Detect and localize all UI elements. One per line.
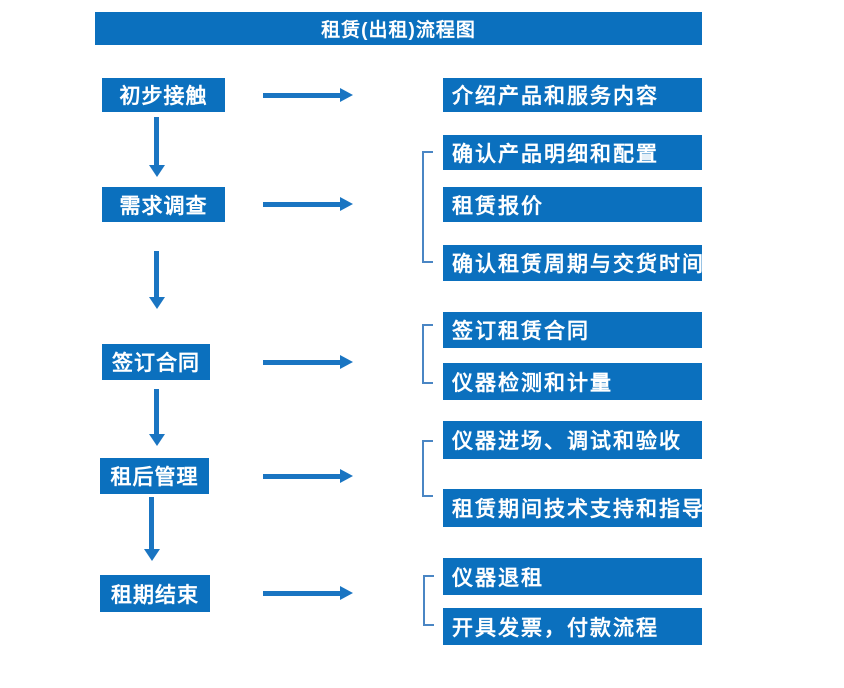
arrow-head <box>340 469 353 483</box>
arrow-head <box>149 165 165 177</box>
arrow-head <box>144 549 160 561</box>
step-box-sign-contract: 签订合同 <box>102 344 210 380</box>
arrow-shaft <box>263 591 341 596</box>
arrow-head <box>340 355 353 369</box>
detail-box-invoice-payment: 开具发票，付款流程 <box>443 608 702 645</box>
down-arrow-icon-2 <box>149 251 165 309</box>
detail-box-instrument-testing: 仪器检测和计量 <box>443 363 702 400</box>
arrow-head <box>149 297 165 309</box>
detail-box-confirm-period-delivery: 确认租赁周期与交货时间 <box>443 245 702 281</box>
arrow-shaft <box>154 389 159 434</box>
group-bracket-sign-contract <box>422 324 433 384</box>
arrow-shaft <box>149 497 154 549</box>
right-arrow-icon-1 <box>263 88 353 102</box>
arrow-shaft <box>263 474 341 479</box>
step-box-initial-contact: 初步接触 <box>102 78 225 112</box>
detail-box-technical-support: 租赁期间技术支持和指导 <box>443 489 702 527</box>
arrow-shaft <box>263 93 341 98</box>
detail-box-confirm-product-config: 确认产品明细和配置 <box>443 135 702 170</box>
down-arrow-icon-1 <box>149 117 165 177</box>
arrow-head <box>340 586 353 600</box>
arrow-shaft <box>263 360 341 365</box>
detail-box-sign-rental-contract: 签订租赁合同 <box>443 312 702 348</box>
detail-box-instrument-return: 仪器退租 <box>443 558 702 595</box>
page-title: 租赁(出租)流程图 <box>95 12 702 45</box>
group-bracket-post-rental <box>422 440 433 497</box>
detail-box-introduce-products-services: 介绍产品和服务内容 <box>443 78 702 112</box>
arrow-head <box>149 434 165 446</box>
group-bracket-lease-end <box>423 575 434 626</box>
detail-box-instrument-setup-acceptance: 仪器进场、调试和验收 <box>443 421 702 459</box>
arrow-shaft <box>154 117 159 165</box>
step-box-demand-survey: 需求调查 <box>102 187 225 222</box>
right-arrow-icon-5 <box>263 586 353 600</box>
step-box-lease-end: 租期结束 <box>100 575 210 612</box>
group-bracket-demand-survey <box>422 151 433 263</box>
arrow-head <box>340 197 353 211</box>
arrow-shaft <box>263 202 341 207</box>
arrow-shaft <box>154 251 159 297</box>
detail-box-rental-quote: 租赁报价 <box>443 187 702 222</box>
right-arrow-icon-3 <box>263 355 353 369</box>
right-arrow-icon-4 <box>263 469 353 483</box>
step-box-post-rental-management: 租后管理 <box>100 458 209 494</box>
arrow-head <box>340 88 353 102</box>
down-arrow-icon-4 <box>144 497 160 561</box>
down-arrow-icon-3 <box>149 389 165 446</box>
right-arrow-icon-2 <box>263 197 353 211</box>
